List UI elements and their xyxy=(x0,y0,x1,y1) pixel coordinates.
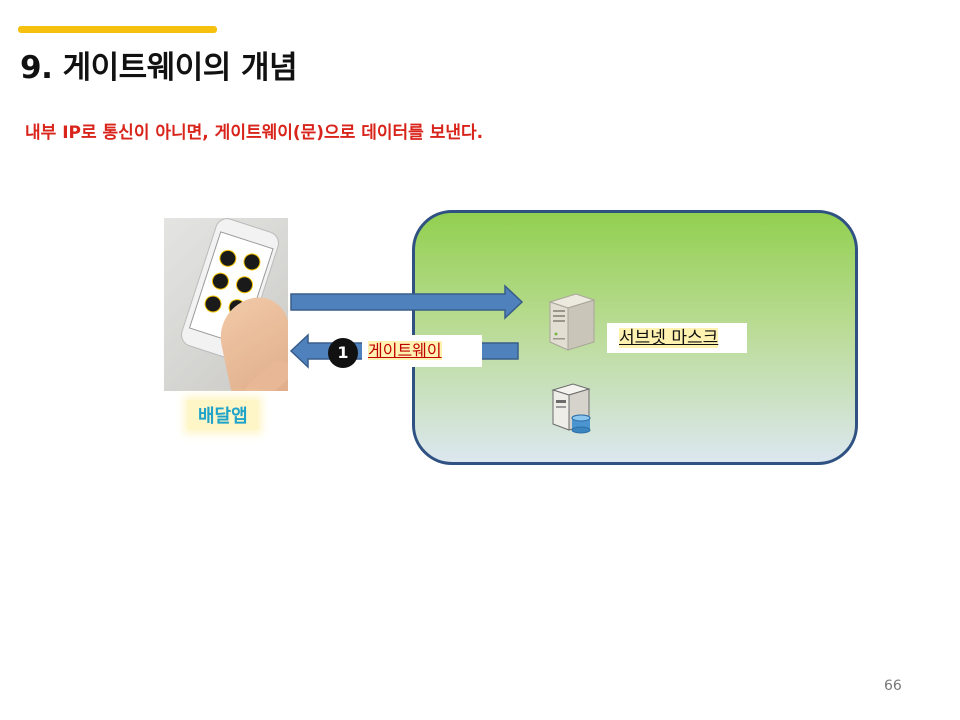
slide-title: 9. 게이트웨이의 개념 xyxy=(20,50,298,86)
gateway-label: 게이트웨이 xyxy=(368,341,442,360)
slide-subtitle: 내부 IP로 통신이 아니면, 게이트웨이(문)으로 데이터를 보낸다. xyxy=(25,123,484,143)
server-tower-icon xyxy=(546,290,598,356)
title-accent-bar xyxy=(18,26,217,33)
client-caption: 배달앱 xyxy=(188,400,258,430)
step-badge: 1 xyxy=(328,338,358,368)
phone-in-hand-image xyxy=(164,218,288,391)
subnet-label-box: 서브넷 마스크 xyxy=(607,323,747,353)
gateway-label-box: 게이트웨이 xyxy=(362,335,482,367)
database-server-icon xyxy=(549,380,595,440)
request-arrow xyxy=(290,284,524,320)
subnet-label: 서브넷 마스크 xyxy=(619,328,719,348)
page-number: 66 xyxy=(884,678,902,694)
